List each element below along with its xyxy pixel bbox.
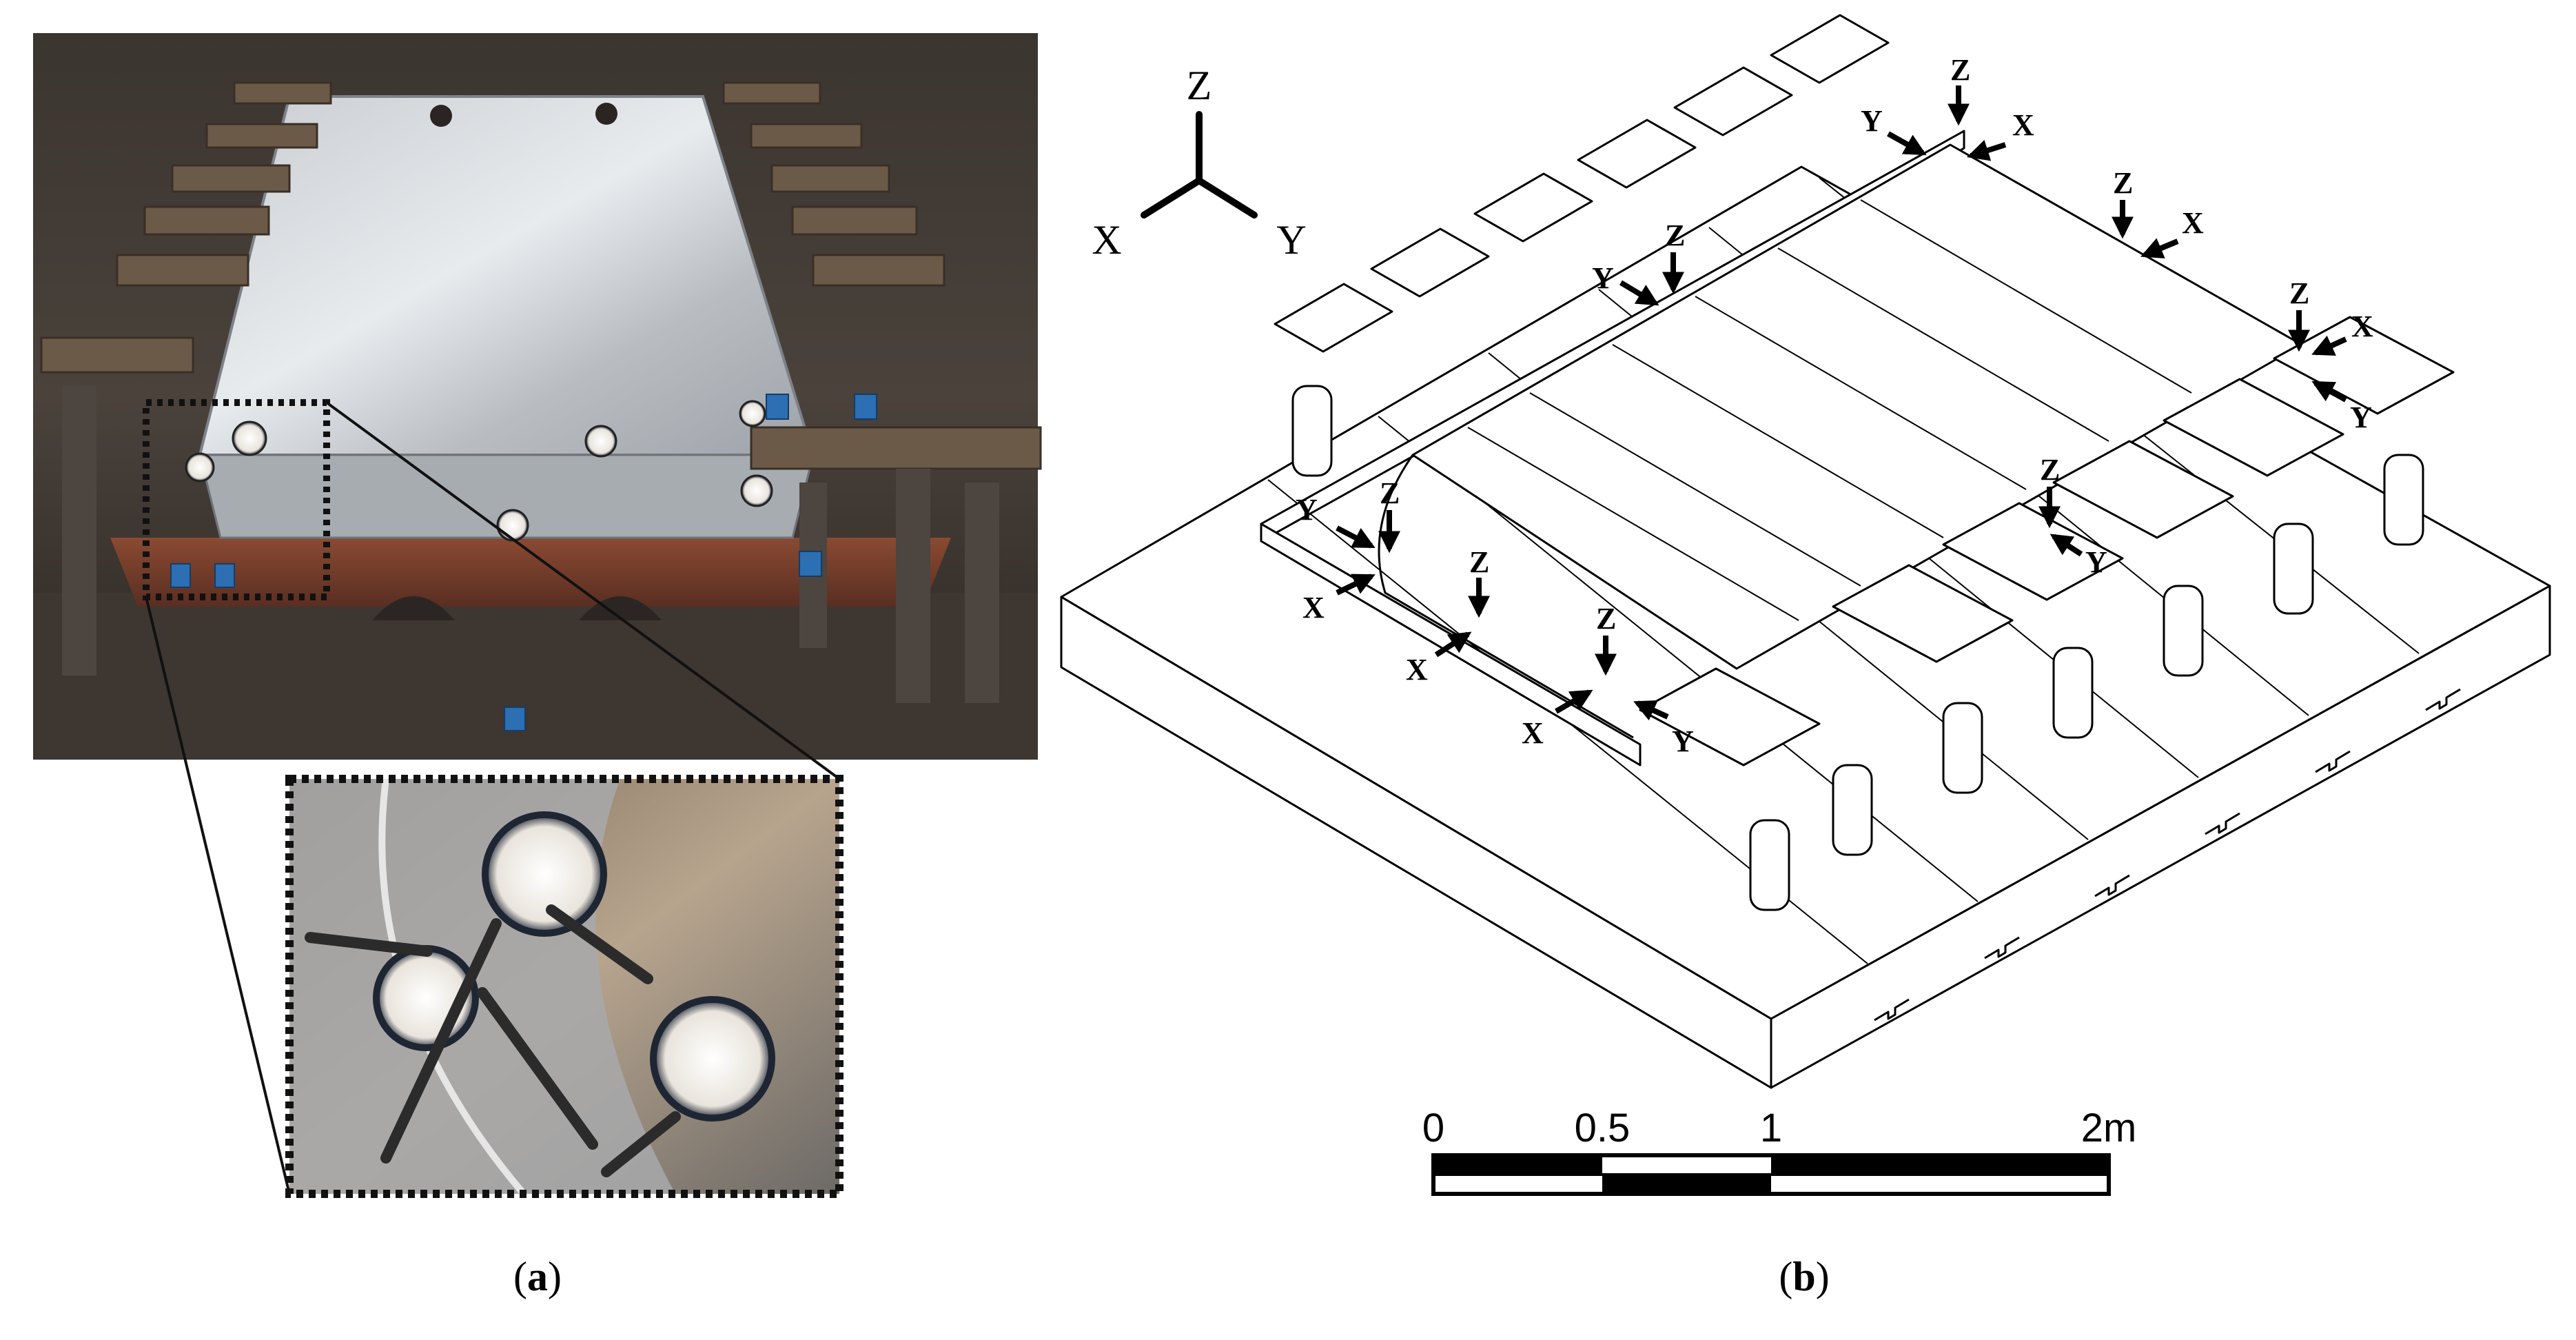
- photo-dial-gauges: [185, 400, 773, 542]
- caption-a: (a): [513, 1254, 562, 1299]
- direction-labels: Z Y X Z X Z Y Z X Y Z Y Z Y X Z X Z X Y: [1296, 53, 2373, 758]
- label-z-1: Z: [1950, 53, 1970, 87]
- back-left-clamps: [1274, 14, 1890, 353]
- label-x-7: X: [1406, 653, 1428, 687]
- scale-bar-ticks: 0 0.5 1 2m: [1422, 1106, 2136, 1150]
- scale-bar: [1431, 1153, 2111, 1196]
- photo-clamps-left: [40, 81, 332, 374]
- axis-triad: [1141, 111, 1258, 219]
- inset-dotted-frame: [285, 775, 844, 1198]
- label-x-4: X: [2351, 309, 2373, 343]
- label-z-3: Z: [1665, 219, 1685, 252]
- label-z-6: Z: [1380, 476, 1400, 510]
- axis-z-label: Z: [1187, 63, 1212, 108]
- scale-tick-0: 0: [1422, 1106, 1444, 1150]
- label-z-2: Z: [2113, 166, 2133, 200]
- photo-magnetic-bases: [170, 394, 877, 731]
- photo-posts: [62, 386, 999, 703]
- label-x-6: X: [1302, 591, 1325, 625]
- label-y-5: Y: [2085, 545, 2107, 579]
- label-y-8: Y: [1672, 724, 1694, 758]
- axis-y-label: Y: [1276, 217, 1306, 263]
- axis-x-label: X: [1092, 217, 1121, 263]
- label-z-8: Z: [1596, 602, 1616, 636]
- direction-arrows: [1336, 85, 2347, 721]
- label-y-4: Y: [2350, 400, 2372, 434]
- label-x-8: X: [1522, 716, 1544, 750]
- panel-a-inset: [285, 775, 844, 1198]
- scale-tick-05: 0.5: [1575, 1106, 1631, 1150]
- label-z-4: Z: [2289, 276, 2309, 310]
- caption-b: (b): [1779, 1254, 1829, 1299]
- label-y-6: Y: [1296, 493, 1318, 527]
- label-y-3: Y: [1592, 261, 1614, 295]
- base-block-front-right: [1770, 585, 2551, 1089]
- photo-clamps-right: [722, 81, 1042, 470]
- scale-tick-1: 1: [1760, 1106, 1782, 1150]
- label-x-2: X: [2182, 206, 2204, 240]
- zoom-region-box: [143, 399, 330, 600]
- scale-seg-0: [1433, 1155, 1602, 1175]
- label-z-7: Z: [1469, 545, 1489, 579]
- label-z-5: Z: [2040, 453, 2060, 487]
- isometric-fixture-drawing: [1060, 14, 2551, 1089]
- panel-a-photo: [33, 33, 1042, 1195]
- label-y-1: Y: [1861, 104, 1883, 138]
- label-x-1: X: [2012, 108, 2034, 142]
- scale-seg-2: [1771, 1155, 2109, 1175]
- scale-tick-2m: 2m: [2081, 1106, 2137, 1150]
- scale-seg-1: [1602, 1175, 1771, 1194]
- support-cylinders: [1291, 385, 2424, 911]
